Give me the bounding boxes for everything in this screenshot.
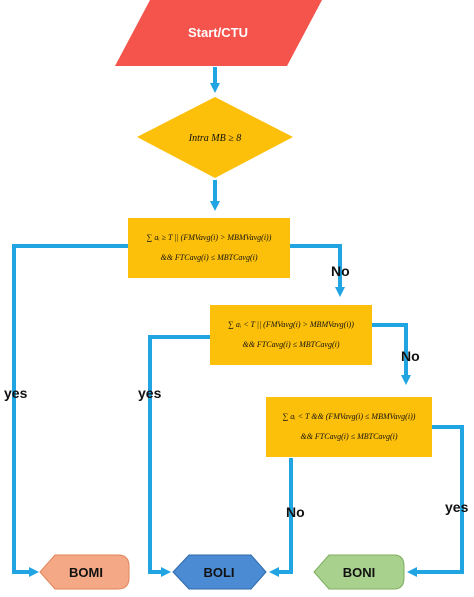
arrow-d2-yes xyxy=(148,335,210,577)
boli-shape xyxy=(172,554,267,590)
edge-label-yes-2: yes xyxy=(138,385,162,401)
bomi-node: BOMI xyxy=(39,554,130,590)
arrow-d3-no xyxy=(269,458,293,577)
arrow-d1-yes xyxy=(12,244,128,577)
decision-box-1-line1: ∑ aᵢ ≥ T || (FMVavg(i) > MBMVavg(i)) xyxy=(147,233,272,242)
boli-node: BOLI xyxy=(172,554,267,590)
decision-box-2-line2: && FTCavg(i) ≤ MBTCavg(i) xyxy=(242,340,339,349)
arrow-d2-no xyxy=(372,323,411,385)
decision-box-3-rect xyxy=(266,397,432,457)
edge-label-no-3: No xyxy=(286,504,305,520)
arrow-d1-no xyxy=(290,244,345,297)
bomi-shape xyxy=(39,554,130,590)
start-label: Start/CTU xyxy=(188,25,248,40)
start-node: Start/CTU xyxy=(115,0,322,66)
decision-box-3: ∑ aᵢ < T && (FMVavg(i) ≤ MBMVavg(i)) && … xyxy=(266,397,432,457)
start-shape xyxy=(115,0,322,66)
decision-box-2-line1: ∑ aᵢ < T || (FMVavg(i) > MBMVavg(i)) xyxy=(228,320,354,329)
connectors xyxy=(12,67,464,577)
decision-box-2: ∑ aᵢ < T || (FMVavg(i) > MBMVavg(i)) && … xyxy=(210,305,372,365)
boni-shape xyxy=(313,554,405,590)
edge-label-yes-1: yes xyxy=(4,385,28,401)
boni-label: BONI xyxy=(343,565,376,580)
edge-label-yes-3: yes xyxy=(445,499,469,515)
decision-box-3-line2: && FTCavg(i) ≤ MBTCavg(i) xyxy=(300,432,397,441)
boli-label: BOLI xyxy=(203,565,234,580)
edge-label-no-1: No xyxy=(331,263,350,279)
boni-node: BONI xyxy=(313,554,405,590)
intra-decision: Intra MB ≥ 8 xyxy=(137,97,293,178)
edge-label-no-2: No xyxy=(401,348,420,364)
bomi-label: BOMI xyxy=(69,565,103,580)
decision-box-3-line1: ∑ aᵢ < T && (FMVavg(i) ≤ MBMVavg(i)) xyxy=(283,412,416,421)
decision-box-1-line2: && FTCavg(i) ≤ MBTCavg(i) xyxy=(160,253,257,262)
decision-box-2-rect xyxy=(210,305,372,365)
intra-diamond xyxy=(137,97,293,178)
decision-box-1: ∑ aᵢ ≥ T || (FMVavg(i) > MBMVavg(i)) && … xyxy=(128,218,290,278)
edge-labels: No No No yes yes yes xyxy=(4,263,469,520)
decision-box-1-rect xyxy=(128,218,290,278)
intra-label: Intra MB ≥ 8 xyxy=(188,133,241,144)
arrow-d3-yes xyxy=(407,425,464,577)
